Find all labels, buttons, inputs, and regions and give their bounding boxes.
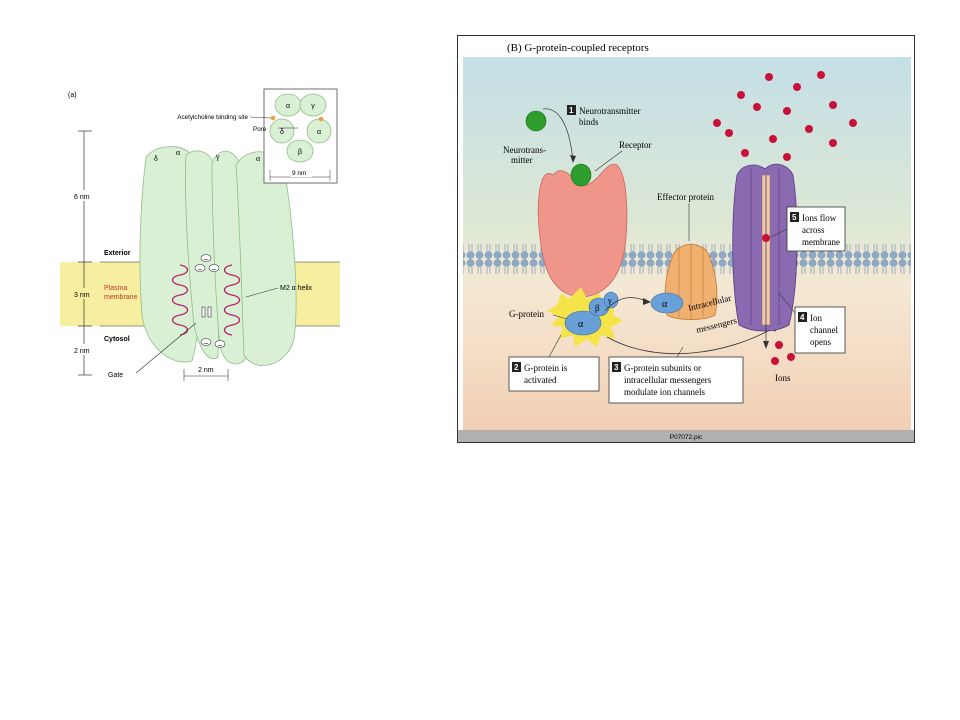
svg-text:3: 3 (614, 363, 619, 372)
neurotransmitter-free (525, 110, 547, 132)
svg-text:channel: channel (810, 325, 838, 335)
dim-6nm: 6 nm (74, 194, 90, 201)
gprotein-alpha-label: α (578, 319, 584, 330)
subunit-alpha-1: α (176, 148, 181, 157)
inset-scale-label: 9 nm (292, 170, 306, 177)
gprotein-gamma (603, 291, 619, 309)
inset-subunit-5: β (298, 149, 302, 156)
svg-text:membrane: membrane (802, 237, 840, 247)
svg-text:modulate ion channels: modulate ion channels (624, 387, 705, 397)
svg-text:opens: opens (810, 337, 831, 347)
footer-strip (458, 430, 914, 442)
binding-site-label: Acetylcholine binding site (177, 114, 248, 121)
gate-bar-left (201, 306, 206, 318)
ions-extracellular (713, 71, 857, 161)
membrane-label-1: Plasma (104, 285, 127, 292)
charge-5: – (218, 342, 222, 349)
neurotransmitter-bound (570, 163, 592, 187)
svg-text:1: 1 (569, 106, 574, 115)
gpcr-diagram: (B) G-protein-coupled receptors Neurotra… (457, 35, 915, 443)
gprotein-label: G-protein (509, 309, 544, 319)
svg-text:activated: activated (524, 375, 557, 385)
step-4: 4 Ion channel opens (778, 292, 846, 354)
dim-2nm: 2 nm (74, 348, 90, 355)
exterior-label: Exterior (104, 250, 131, 257)
ion-in-pore (762, 234, 770, 242)
svg-text:Neurotransmitter: Neurotransmitter (579, 106, 640, 116)
m2-helix-label: M2 α helix (280, 285, 313, 292)
inset-subunit-4: α (317, 129, 321, 136)
binding-site-dot-1 (270, 115, 276, 121)
m2-helix-left (171, 264, 189, 336)
receptor-label: Receptor (619, 140, 651, 150)
inset-subunit-1: α (286, 103, 290, 110)
inset-subunit-3: δ (280, 129, 284, 136)
gate-width-label: 2 nm (198, 367, 214, 374)
charge-4: – (204, 340, 208, 347)
gate-bar-right (207, 306, 212, 318)
neurotransmitter-label-2: mitter (511, 155, 533, 165)
subunit-delta: δ (154, 154, 158, 163)
svg-text:4: 4 (800, 313, 805, 322)
inset-subunit-2: γ (311, 103, 315, 110)
binding-site-dot-2 (318, 116, 324, 122)
ions-label: Ions (775, 373, 791, 383)
pore-label: Pore (253, 126, 267, 133)
charge-1: – (204, 256, 208, 263)
gprotein-beta-label: β (595, 303, 600, 313)
panel-a-label: (a) (68, 92, 77, 99)
step-2: 2 G-protein is activated (508, 334, 600, 392)
step-1: 1 Neurotransmitter binds (567, 105, 640, 127)
svg-text:Ion: Ion (810, 313, 822, 323)
svg-text:G-protein subunits or: G-protein subunits or (624, 363, 701, 373)
membrane-label-2: membrane (104, 294, 138, 301)
svg-text:binds: binds (579, 117, 599, 127)
ions-intracellular (771, 341, 795, 365)
neurotransmitter-label-1: Neurotrans- (503, 145, 546, 155)
panel-b-title: (B) G-protein-coupled receptors (507, 42, 649, 54)
dim-3nm: 3 nm (74, 292, 90, 299)
svg-text:across: across (802, 225, 825, 235)
footer-label: P07072.pic (670, 434, 703, 441)
dimension-rule (78, 130, 92, 376)
step-3: 3 G-protein subunits or intracellular me… (608, 346, 744, 404)
gate-label: Gate (108, 372, 123, 379)
effector-label: Effector protein (657, 192, 715, 202)
step-5: 5 Ions flow across membrane (770, 206, 846, 252)
charge-3: – (198, 266, 202, 273)
released-alpha-subunit (650, 292, 684, 314)
cytosol-label: Cytosol (104, 336, 130, 343)
subunit-alpha-2: α (256, 154, 261, 163)
svg-text:2: 2 (514, 363, 519, 372)
gate-width-rule (183, 369, 229, 381)
charge-markers (194, 254, 226, 348)
nachr-diagram: (a) 6 nm 3 nm 2 nm Exterior Plasma membr… (60, 88, 340, 381)
gprotein-gamma-label: γ (607, 296, 612, 305)
gprotein-alpha (564, 310, 602, 336)
charge-2: – (212, 266, 216, 273)
svg-text:G-protein is: G-protein is (524, 363, 568, 373)
svg-text:Ions flow: Ions flow (802, 213, 837, 223)
subunit-gamma: γ (215, 152, 220, 161)
m2-helix-right (223, 264, 241, 336)
svg-text:5: 5 (792, 213, 797, 222)
released-alpha-label: α (662, 299, 668, 310)
svg-text:intracellular messengers: intracellular messengers (624, 375, 712, 385)
